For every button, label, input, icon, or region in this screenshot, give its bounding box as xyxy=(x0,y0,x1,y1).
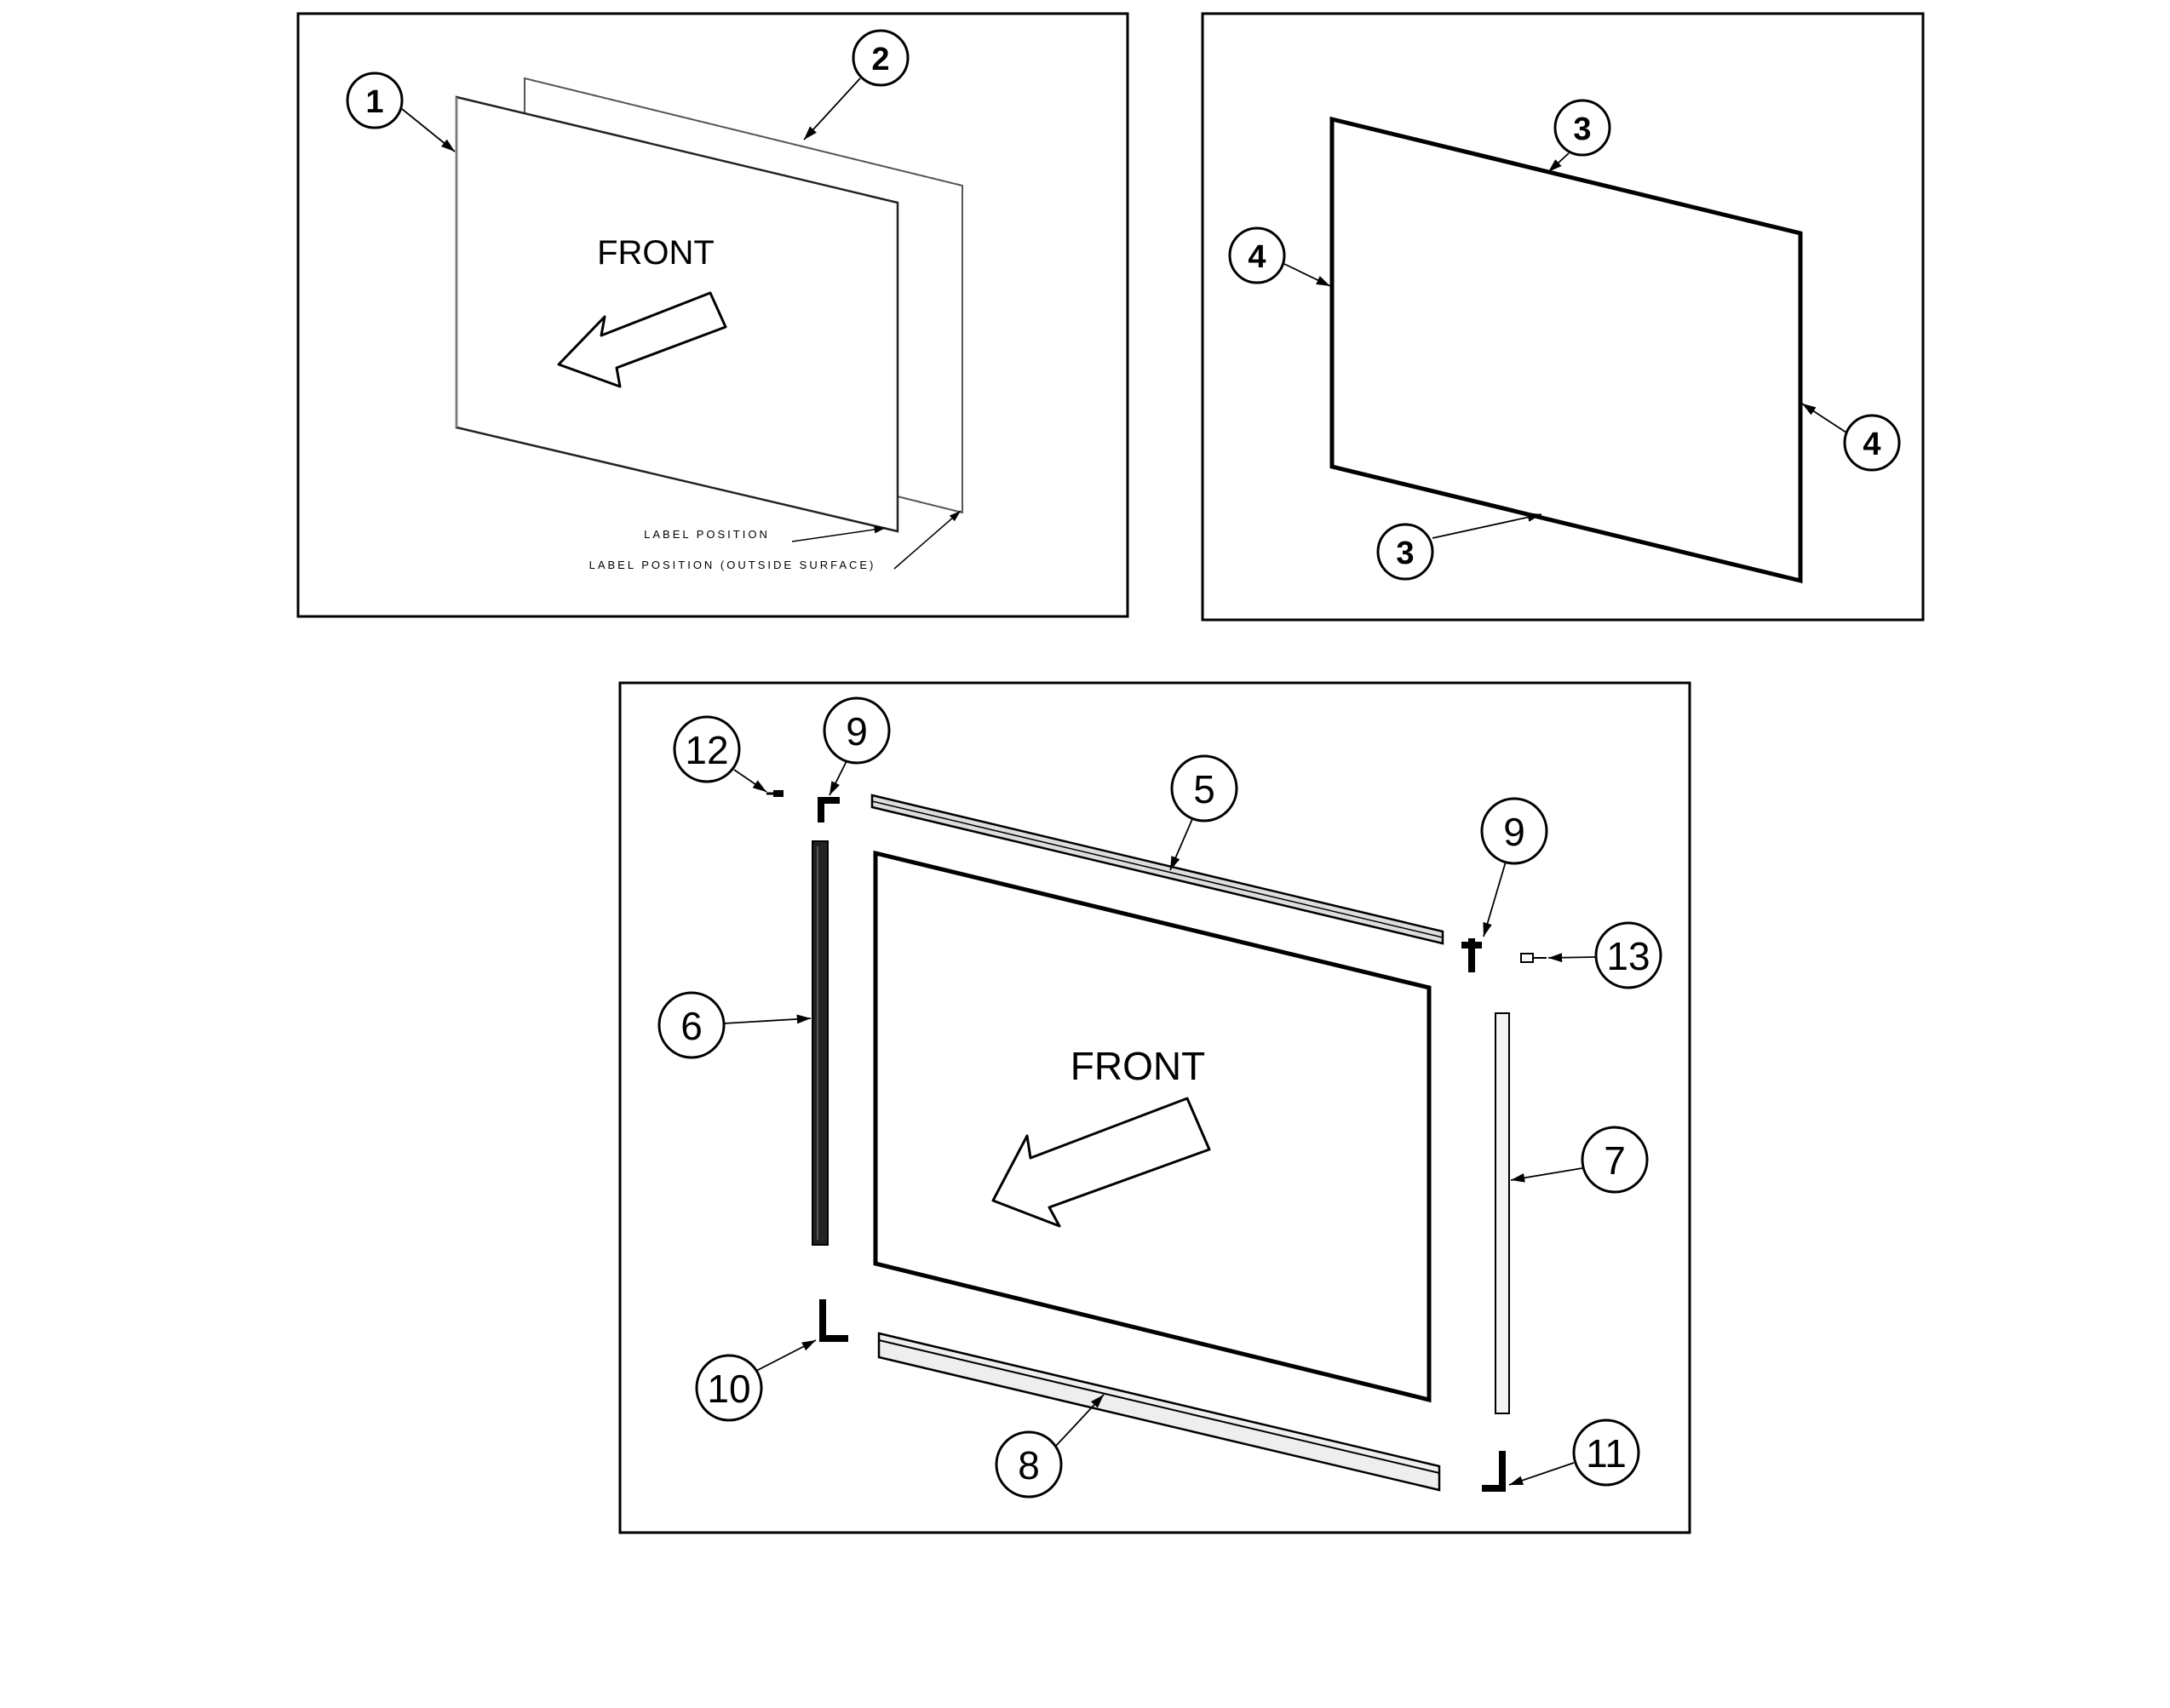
svg-text:3: 3 xyxy=(1573,112,1591,147)
front-label: FRONT xyxy=(597,234,715,272)
callout-2: 2 xyxy=(803,29,910,140)
front-label: FRONT xyxy=(1071,1044,1205,1088)
corner-key-top-left xyxy=(818,797,840,822)
label-position-outside-text: LABEL POSITION (OUTSIDE SURFACE) xyxy=(589,559,876,571)
svg-text:4: 4 xyxy=(1863,427,1880,462)
svg-text:13: 13 xyxy=(1606,934,1650,978)
glass-pane xyxy=(1329,116,1803,584)
corner-key-bottom-right xyxy=(1482,1451,1506,1492)
front-arrow-icon xyxy=(991,1097,1211,1228)
svg-text:11: 11 xyxy=(1586,1431,1627,1476)
label-position-text: LABEL POSITION xyxy=(644,528,770,541)
callout-12: 12 xyxy=(673,715,767,793)
callout-6: 6 xyxy=(657,991,812,1059)
callout-3-top-edge: 3 xyxy=(1547,99,1611,173)
callout-7: 7 xyxy=(1510,1126,1649,1194)
callout-9-top-left: 9 xyxy=(823,696,891,796)
svg-text:4: 4 xyxy=(1248,239,1266,275)
panel-glass-edges: 3 4 4 3 xyxy=(1201,12,1925,622)
front-arrow-icon xyxy=(557,291,727,388)
callout-4-right-edge: 4 xyxy=(1801,403,1901,472)
callout-3-bottom-edge: 3 xyxy=(1376,513,1542,581)
svg-text:10: 10 xyxy=(707,1367,750,1411)
svg-text:5: 5 xyxy=(1193,767,1215,811)
right-frame-channel xyxy=(1495,1012,1510,1414)
screw-13 xyxy=(1520,953,1547,963)
panel-frame-assembly: FRONT xyxy=(618,681,1691,1534)
svg-text:2: 2 xyxy=(871,42,889,77)
left-frame-channel xyxy=(812,840,829,1246)
svg-text:6: 6 xyxy=(680,1004,703,1048)
callout-10: 10 xyxy=(695,1339,817,1422)
callout-5: 5 xyxy=(1169,754,1238,871)
callout-11: 11 xyxy=(1508,1419,1640,1487)
callout-8: 8 xyxy=(995,1394,1105,1499)
svg-text:12: 12 xyxy=(685,728,728,772)
screw-12 xyxy=(766,790,784,797)
svg-text:1: 1 xyxy=(365,84,383,120)
svg-text:9: 9 xyxy=(1503,810,1525,854)
corner-key-bottom-left xyxy=(819,1299,848,1342)
svg-text:9: 9 xyxy=(846,709,868,754)
panel-glass-layers: FRONT LABEL POSITION LABEL POSITION (OUT… xyxy=(296,12,1129,618)
callout-1: 1 xyxy=(346,72,456,152)
callout-13: 13 xyxy=(1547,921,1662,989)
callout-9-top-right: 9 xyxy=(1480,797,1548,937)
callout-4-left-edge: 4 xyxy=(1228,226,1331,287)
svg-text:8: 8 xyxy=(1018,1443,1040,1487)
corner-key-top-right xyxy=(1461,938,1482,972)
svg-text:3: 3 xyxy=(1396,536,1414,571)
svg-text:7: 7 xyxy=(1604,1138,1626,1183)
